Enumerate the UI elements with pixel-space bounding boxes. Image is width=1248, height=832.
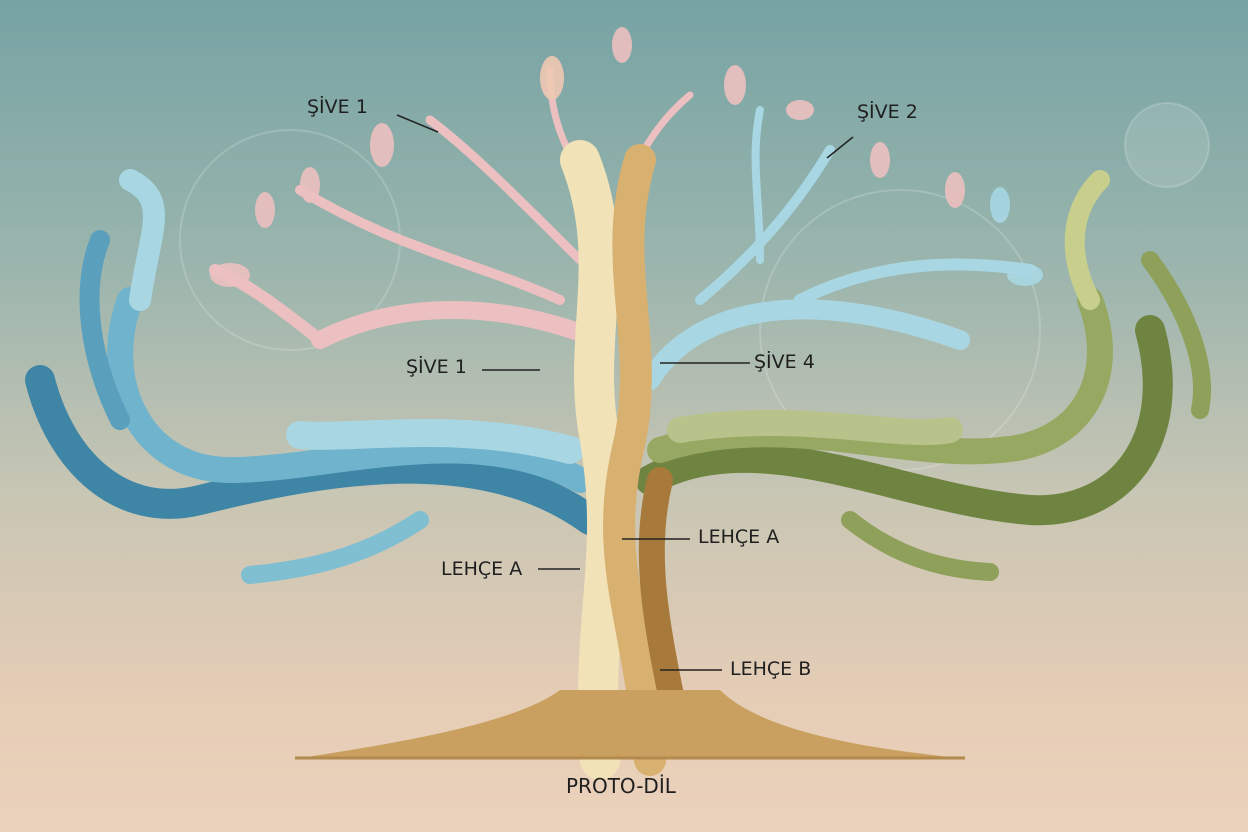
label-language-b: LEHÇE B (730, 658, 812, 680)
background-globes (179, 102, 1210, 471)
label-language-left: LEHÇE A (441, 558, 523, 580)
label-dialect-top-left: ŞİVE 1 (307, 96, 368, 118)
roots-ground (300, 690, 960, 758)
leaf-shapes (210, 27, 1043, 287)
label-dialect-mid-left: ŞİVE 1 (406, 356, 467, 378)
left-blue-branches (25, 169, 605, 584)
right-green-branches (635, 170, 1211, 581)
label-dialect-top-right: ŞİVE 2 (857, 101, 918, 123)
label-dialect-mid-right: ŞİVE 4 (754, 351, 815, 373)
label-language-right: LEHÇE A (698, 526, 780, 548)
light-blue-canopy (640, 106, 1036, 390)
root-label: PROTO-DİL (566, 774, 676, 798)
leader-lines (396, 114, 854, 671)
